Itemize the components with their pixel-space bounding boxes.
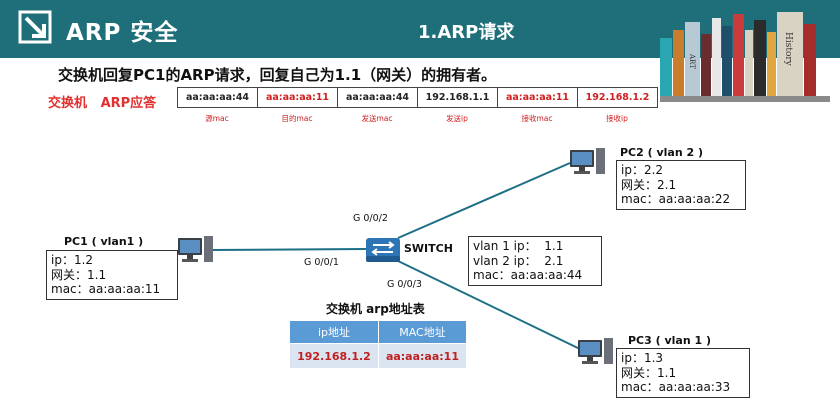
pc1-info-box: ip：1.2 网关：1.1 mac：aa:aa:aa:11 — [46, 250, 178, 300]
port-label-g3: G 0/0/3 — [387, 279, 422, 290]
pc3-info-box: ip：1.3 网关：1.1 mac：aa:aa:aa:33 — [616, 348, 750, 398]
packet-caption-sender-ip: 发送ip — [446, 114, 468, 123]
pc2-computer-icon — [570, 148, 605, 174]
packet-caption-sender-mac: 发送mac — [361, 114, 393, 123]
pc1-gateway: 网关：1.1 — [51, 267, 107, 282]
table-row: 192.168.1.2 aa:aa:aa:11 — [289, 343, 468, 369]
pc2-info-box: ip：2.2 网关：2.1 mac：aa:aa:aa:22 — [616, 160, 746, 210]
books-illustration: ART History — [660, 12, 830, 102]
slide-subtitle: 交换机回复PC1的ARP请求，回复自己为1.1（网关）的拥有者。 — [58, 66, 497, 84]
pc1-ip: ip：1.2 — [51, 253, 94, 267]
pc3-computer-icon — [578, 338, 613, 364]
link-switch-pc2 — [397, 162, 571, 239]
packet-field-sender-mac: aa:aa:aa:44 — [338, 88, 418, 107]
pc3-ip: ip：1.3 — [621, 351, 664, 365]
switch-label: SWITCH — [404, 242, 453, 255]
pc3-mac: mac：aa:aa:aa:33 — [621, 380, 731, 394]
arp-reply-packet: aa:aa:aa:44 aa:aa:aa:11 aa:aa:aa:44 192.… — [177, 87, 658, 108]
book-spine-art: ART — [688, 53, 696, 69]
arp-table-cell-mac: aa:aa:aa:11 — [377, 343, 468, 369]
book-spine-history: History — [783, 32, 793, 67]
port-label-g1: G 0/0/1 — [304, 257, 339, 268]
arp-table-title: 交换机 arp地址表 — [326, 302, 425, 316]
arrow-icon — [18, 10, 52, 44]
pc1-computer-icon — [178, 236, 213, 262]
slide-title: 1.ARP请求 — [418, 22, 515, 43]
arp-table-cell-ip: 192.168.1.2 — [289, 343, 379, 369]
section-title: ARP 安全 — [66, 20, 179, 46]
switch-icon — [366, 238, 400, 262]
switch-vlan2-ip: vlan 2 ip： 2.1 — [473, 253, 564, 268]
packet-caption-target-ip: 接收ip — [606, 114, 628, 123]
pc2-title: PC2 ( vlan 2 ) — [620, 146, 704, 159]
arp-reply-label: 交换机 ARP应答 — [48, 96, 157, 111]
packet-field-target-mac: aa:aa:aa:11 — [498, 88, 578, 107]
packet-field-src-mac: aa:aa:aa:44 — [178, 88, 258, 107]
packet-caption-dst-mac: 目的mac — [281, 114, 313, 123]
packet-caption-target-mac: 接收mac — [521, 114, 553, 123]
pc2-mac: mac：aa:aa:aa:22 — [621, 192, 731, 206]
pc1-title: PC1 ( vlan1 ) — [64, 235, 144, 248]
switch-info-box: vlan 1 ip： 1.1 vlan 2 ip： 2.1 mac：aa:aa:… — [468, 236, 602, 286]
pc1-mac: mac：aa:aa:aa:11 — [51, 282, 161, 296]
pc2-ip: ip：2.2 — [621, 163, 664, 177]
switch-mac: mac：aa:aa:aa:44 — [473, 268, 583, 282]
link-pc1-switch — [209, 248, 367, 251]
arp-table-header-ip: ip地址 — [289, 320, 379, 344]
port-label-g2: G 0/0/2 — [353, 213, 388, 224]
pc3-gateway: 网关：1.1 — [621, 365, 677, 380]
pc2-gateway: 网关：2.1 — [621, 177, 677, 192]
arp-table-header-mac: MAC地址 — [377, 320, 468, 344]
packet-field-target-ip: 192.168.1.2 — [585, 92, 650, 103]
packet-caption-src-mac: 源mac — [205, 114, 229, 123]
pc3-title: PC3 ( vlan 1 ) — [628, 334, 712, 347]
arp-table: ip地址 MAC地址 192.168.1.2 aa:aa:aa:11 — [289, 320, 468, 369]
packet-field-sender-ip: 192.168.1.1 — [418, 88, 498, 107]
arp-table-header-row: ip地址 MAC地址 — [289, 320, 468, 344]
packet-field-dst-mac: aa:aa:aa:11 — [258, 88, 338, 107]
link-switch-pc3 — [395, 259, 583, 351]
switch-vlan1-ip: vlan 1 ip： 1.1 — [473, 239, 564, 253]
